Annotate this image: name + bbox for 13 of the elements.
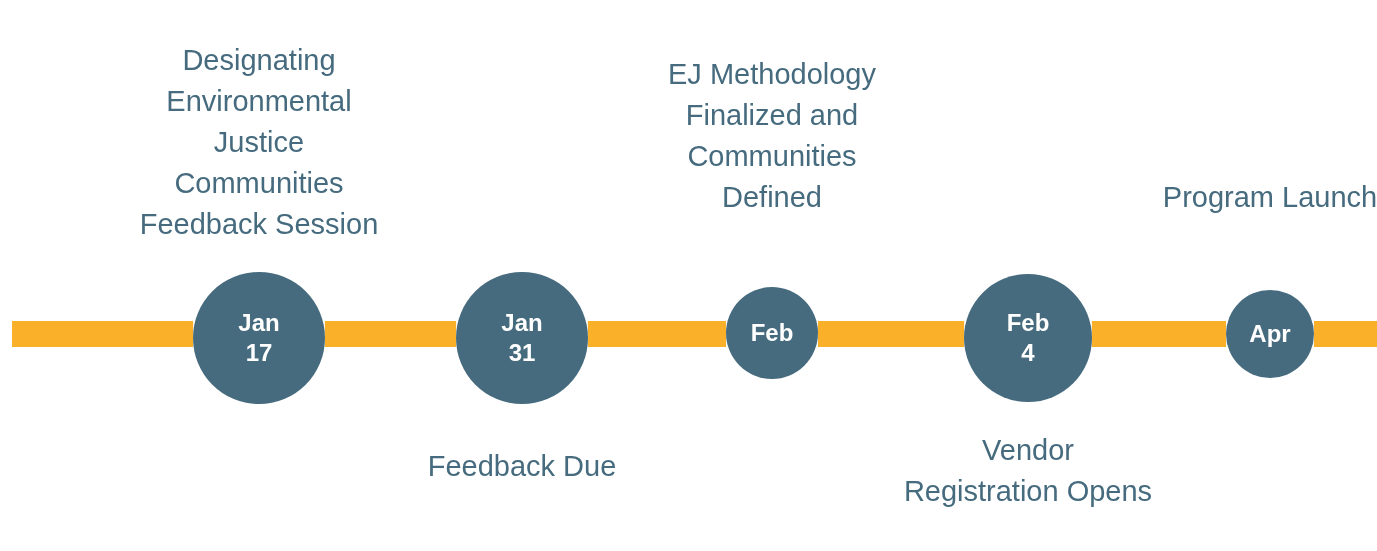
date-label: Jan 17 [237, 308, 281, 368]
milestone-caption: Feedback Due [426, 449, 618, 484]
milestone-caption: Program Launch [1161, 180, 1377, 215]
date-label: Feb 4 [1005, 308, 1051, 368]
date-label: Feb [749, 318, 795, 348]
milestone-caption: EJ Methodology Finalized and Communities Defined [667, 57, 877, 215]
timeline-connector [1091, 321, 1226, 347]
date-label: Jan 31 [500, 308, 544, 368]
timeline-connector [587, 321, 726, 347]
milestone-caption: Designating Environmental Justice Communities Feedback Session [138, 43, 380, 242]
milestone-caption: Vendor Registration Opens [903, 433, 1153, 509]
timeline-connector [324, 321, 457, 347]
date-label: Apr [1248, 319, 1292, 349]
